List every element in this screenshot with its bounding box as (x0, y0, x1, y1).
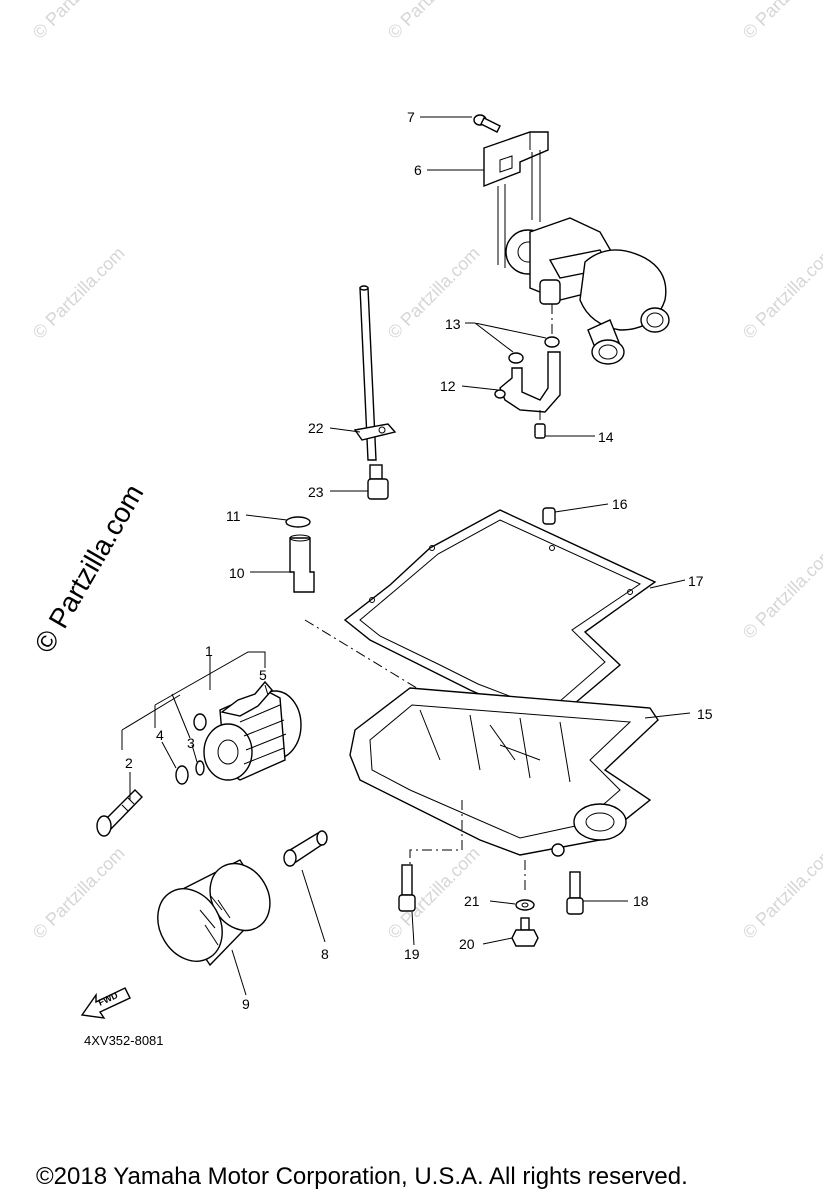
callout-6: 6 (414, 162, 422, 178)
callout-5: 5 (259, 667, 267, 683)
callout-4: 4 (156, 727, 164, 743)
callout-23: 23 (308, 484, 324, 500)
drain-hardware (398, 864, 584, 947)
callout-16: 16 (612, 496, 628, 512)
watermark: © Partzilla.com (384, 0, 484, 43)
callout-14: 14 (598, 429, 614, 445)
watermark: © Partzilla.com (29, 843, 129, 943)
callout-11: 11 (226, 508, 241, 524)
callout-2: 2 (125, 755, 133, 771)
watermark: © Partzilla.com (739, 0, 823, 43)
watermark: © Partzilla.com (739, 243, 823, 343)
watermark: © Partzilla.com (739, 543, 823, 643)
callout-19: 19 (404, 946, 420, 962)
watermark-main: © Partzilla.com (28, 479, 149, 658)
plug (542, 507, 556, 525)
union-bolt (283, 830, 328, 867)
callout-20: 20 (459, 936, 475, 952)
strainer (285, 516, 421, 691)
callout-8: 8 (321, 946, 329, 962)
copyright-notice: ©2018 Yamaha Motor Corporation, U.S.A. A… (36, 1163, 688, 1190)
oil-filter (157, 859, 271, 967)
watermark: © Partzilla.com (29, 243, 129, 343)
callout-22: 22 (308, 420, 324, 436)
callout-10: 10 (229, 565, 245, 581)
callout-labels: 1 2 3 4 5 6 7 8 9 10 11 12 13 14 15 16 1… (125, 109, 713, 1012)
leader-lines (121, 116, 691, 996)
callout-15: 15 (697, 706, 713, 722)
oil-pipe (353, 285, 397, 500)
oil-pan (349, 687, 659, 890)
callout-18: 18 (633, 893, 649, 909)
callout-3: 3 (187, 735, 195, 751)
callout-17: 17 (688, 573, 704, 589)
callout-7: 7 (407, 109, 415, 125)
callout-21: 21 (464, 893, 480, 909)
cooler-hardware (96, 760, 205, 837)
diagram-code: 4XV352-8081 (84, 1033, 164, 1048)
watermark: © Partzilla.com (384, 243, 484, 343)
oil-pump-assembly (473, 114, 670, 439)
fwd-arrow-icon: FWD (80, 987, 131, 1019)
oil-cooler (193, 680, 302, 781)
callout-13: 13 (445, 316, 461, 332)
callout-1: 1 (205, 643, 213, 659)
callout-9: 9 (242, 996, 250, 1012)
watermark: © Partzilla.com (29, 0, 129, 43)
oil-pan-gasket (343, 509, 657, 721)
watermark: © Partzilla.com (739, 843, 823, 943)
callout-12: 12 (440, 378, 456, 394)
